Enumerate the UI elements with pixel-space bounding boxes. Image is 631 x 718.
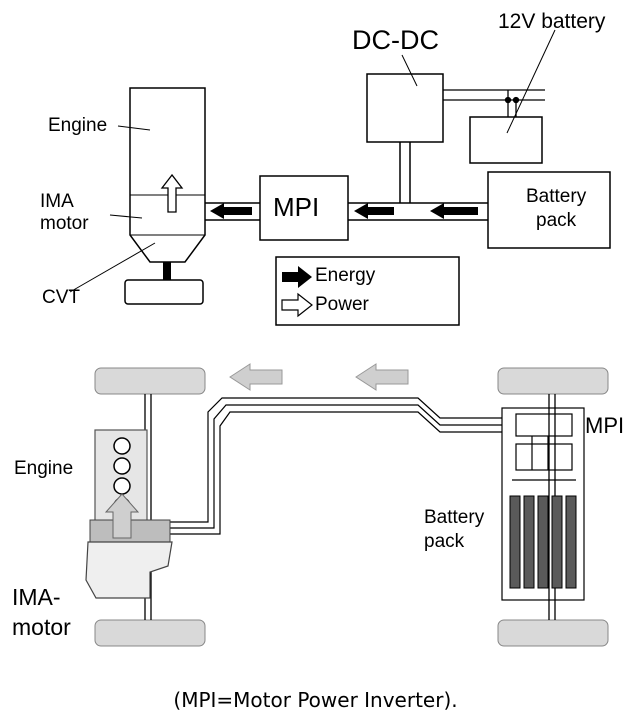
- battery-pack-box: [487, 171, 611, 249]
- mpi-battery-unit: [501, 407, 585, 601]
- dcdc-bus-link: [399, 142, 411, 203]
- engine-block: [129, 87, 206, 263]
- energy-bus-engine-mpi: [205, 202, 260, 221]
- leader-lines: [69, 29, 556, 293]
- bottom-engine-label: Engine: [14, 458, 74, 479]
- bottom-mpi-label: MPI: [585, 413, 625, 438]
- power-output-arrow-icon: [104, 493, 140, 539]
- battery-cells: [509, 495, 577, 589]
- battery12v-box: [469, 116, 543, 164]
- legend: [275, 256, 460, 326]
- legend-power-label: Power: [315, 294, 369, 315]
- legend-energy-label: Energy: [315, 265, 376, 286]
- cvt-base: [124, 279, 204, 305]
- engine-label: Engine: [48, 115, 108, 136]
- power-flow-arrows: [229, 363, 409, 391]
- battery-pack-label: Battery pack: [526, 186, 587, 231]
- bottom-battery-pack-label: Battery pack: [424, 507, 485, 552]
- wheels: [94, 367, 609, 647]
- energy-bus-mpi-battery: [348, 202, 488, 221]
- mpi-label: MPI: [273, 192, 320, 222]
- battery12v-label: 12V battery: [498, 10, 606, 33]
- cvt-label: CVT: [42, 287, 80, 308]
- mpi-box: [259, 175, 349, 241]
- energy-arrows: [210, 203, 478, 219]
- dcdc-box: [366, 73, 444, 143]
- ima-motor-label: IMA motor: [40, 191, 89, 234]
- dcdc-12v-link: [443, 89, 545, 117]
- ima-motor-graphic: [85, 493, 173, 599]
- figure-caption: (MPI=Motor Power Inverter).: [173, 688, 458, 712]
- power-up-arrow-icon: [160, 173, 184, 213]
- power-arrow-icon: [281, 292, 313, 318]
- dcdc-label: DC-DC: [352, 25, 439, 55]
- energy-arrow-icon: [282, 266, 312, 288]
- axles: [144, 394, 556, 620]
- shaft: [163, 262, 171, 280]
- bottom-ima-motor-label: IMA- motor: [12, 584, 71, 640]
- power-cables: [165, 397, 502, 535]
